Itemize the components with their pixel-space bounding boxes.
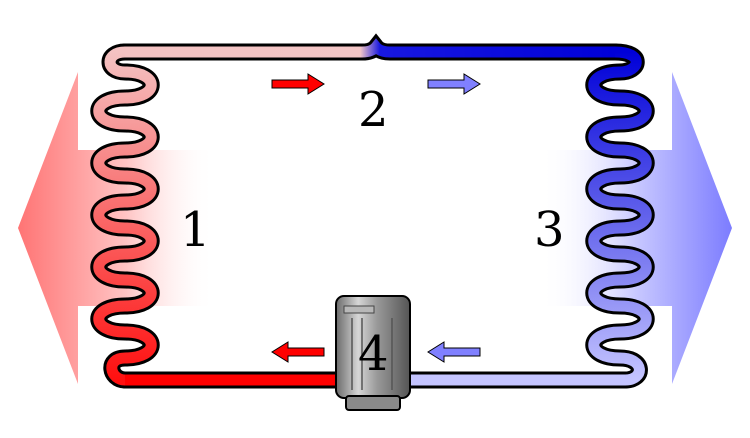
evaporator-coil	[585, 43, 655, 389]
flow-arrow-top-hot	[271, 73, 325, 95]
condenser-label: 1	[180, 202, 211, 258]
expansion-valve-label: 2	[358, 82, 389, 138]
flow-arrow-bottom-cold	[427, 341, 481, 363]
evaporator-label: 3	[534, 202, 565, 258]
flow-arrow-top-cold	[427, 73, 481, 95]
flow-arrow-bottom-hot	[271, 341, 325, 363]
compressor-label: 4	[358, 326, 389, 382]
condenser-coil	[90, 43, 160, 389]
top-pipe	[116, 33, 624, 61]
compressor-icon	[335, 295, 411, 411]
